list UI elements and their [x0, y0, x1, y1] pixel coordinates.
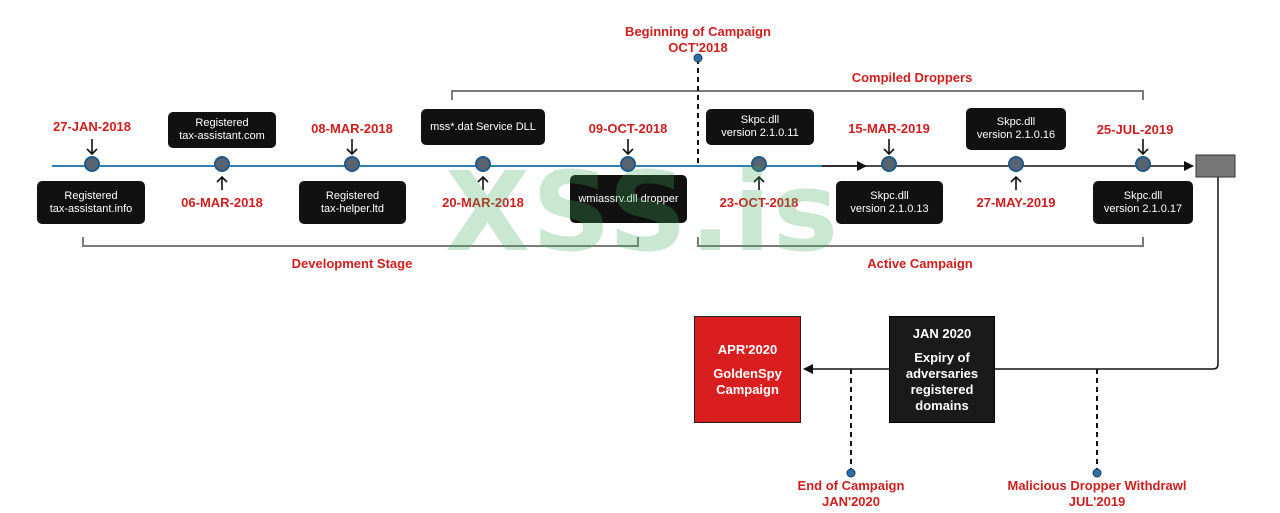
event-box-skpc-2-1-0-17: Skpc.dll version 2.1.0.17	[1093, 181, 1193, 224]
dropper-withdrawl-label: Malicious Dropper Withdrawl JUL'2019	[1007, 478, 1186, 510]
date-27-may-2019: 27-MAY-2019	[976, 195, 1056, 210]
apr-line: APR'2020	[717, 341, 778, 357]
withdraw-line1: Malicious Dropper Withdrawl	[1007, 478, 1187, 493]
node-15-mar-2019	[881, 156, 897, 172]
end-of-campaign-label: End of Campaign JAN'2020	[798, 478, 905, 510]
apr-line: GoldenSpy	[713, 365, 782, 381]
compiled-droppers-label: Compiled Droppers	[851, 70, 973, 85]
expiry-domains-box: JAN 2020 Expiry of adversaries registere…	[889, 316, 995, 423]
connector-path	[803, 177, 1219, 374]
date-09-oct-2018: 09-OCT-2018	[588, 121, 668, 136]
withdrawl-marker	[1092, 468, 1102, 478]
date-15-mar-2019: 15-MAR-2019	[848, 121, 930, 136]
node-23-oct-2018	[751, 156, 767, 172]
jan-line: adversaries	[905, 365, 979, 381]
watermark: XSS.is	[445, 148, 841, 276]
event-box-skpc-2-1-0-16: Skpc.dll version 2.1.0.16	[966, 108, 1066, 150]
box-line: Skpc.dll	[1123, 189, 1163, 202]
node-25-jul-2019	[1135, 156, 1151, 172]
event-box-wmiassrv-dll-dropper: wmiassrv.dll dropper	[570, 175, 687, 223]
node-06-mar-2018	[214, 156, 230, 172]
event-box-mss-dat-service-dll: mss*.dat Service DLL	[421, 109, 545, 145]
box-line: wmiassrv.dll dropper	[578, 192, 679, 205]
event-box-skpc-2-1-0-11: Skpc.dll version 2.1.0.11	[706, 109, 814, 145]
beginning-line2: OCT'2018	[668, 40, 728, 55]
compiled-droppers-bracket	[451, 90, 1144, 100]
node-27-jan-2018	[84, 156, 100, 172]
date-arrows	[86, 139, 1149, 190]
date-25-jul-2019: 25-JUL-2019	[1096, 122, 1174, 137]
date-20-mar-2018: 20-MAR-2018	[442, 195, 524, 210]
box-line: version 2.1.0.11	[721, 127, 799, 139]
event-box-registered-tax-assistant-com: Registered tax-assistant.com	[168, 112, 276, 148]
event-box-registered-tax-helper-ltd: Registered tax-helper.ltd	[299, 181, 406, 224]
node-27-may-2019	[1008, 156, 1024, 172]
beginning-of-campaign-label: Beginning of Campaign OCT'2018	[625, 24, 771, 56]
end-campaign-marker	[846, 468, 856, 478]
beginning-marker	[693, 53, 703, 63]
beginning-line1: Beginning of Campaign	[625, 24, 771, 39]
box-line: Skpc.dll	[996, 116, 1036, 128]
box-line: version 2.1.0.13	[850, 202, 929, 215]
apr-line: Campaign	[716, 381, 779, 397]
date-23-oct-2018: 23-OCT-2018	[719, 195, 799, 210]
active-campaign-bracket	[697, 237, 1144, 247]
node-08-mar-2018	[344, 156, 360, 172]
box-line: tax-assistant.com	[179, 130, 265, 142]
box-line: mss*.dat Service DLL	[430, 120, 536, 133]
end-line1: End of Campaign	[797, 478, 905, 493]
jan-line: JAN 2020	[912, 325, 972, 341]
box-line: Registered	[64, 189, 118, 202]
end-line2: JAN'2020	[821, 494, 881, 509]
date-27-jan-2018: 27-JAN-2018	[52, 119, 132, 134]
box-line: version 2.1.0.17	[1103, 202, 1183, 215]
withdraw-line2: JUL'2019	[1068, 494, 1126, 509]
development-stage-label: Development Stage	[291, 256, 413, 271]
timeline-nodes	[84, 156, 1151, 172]
node-20-mar-2018	[475, 156, 491, 172]
goldenspy-campaign-box: APR'2020 GoldenSpy Campaign	[694, 316, 801, 423]
event-box-registered-tax-assistant-info: Registered tax-assistant.info	[37, 181, 145, 224]
box-line: Skpc.dll	[740, 114, 780, 126]
node-09-oct-2018	[620, 156, 636, 172]
date-06-mar-2018: 06-MAR-2018	[181, 195, 263, 210]
event-box-skpc-2-1-0-13: Skpc.dll version 2.1.0.13	[836, 181, 943, 224]
box-line: Registered	[325, 189, 380, 202]
jan-line: Expiry of	[914, 349, 970, 365]
box-line: version 2.1.0.16	[976, 129, 1056, 141]
development-stage-bracket	[82, 237, 639, 247]
timeline-end-block	[1195, 154, 1236, 178]
jan-line: registered	[910, 381, 974, 397]
box-line: tax-assistant.info	[49, 202, 133, 215]
active-campaign-label: Active Campaign	[867, 256, 973, 271]
box-line: Registered	[195, 117, 249, 129]
date-08-mar-2018: 08-MAR-2018	[311, 121, 393, 136]
box-line: tax-helper.ltd	[321, 202, 384, 215]
box-line: Skpc.dll	[870, 189, 909, 202]
jan-line: domains	[915, 397, 969, 413]
